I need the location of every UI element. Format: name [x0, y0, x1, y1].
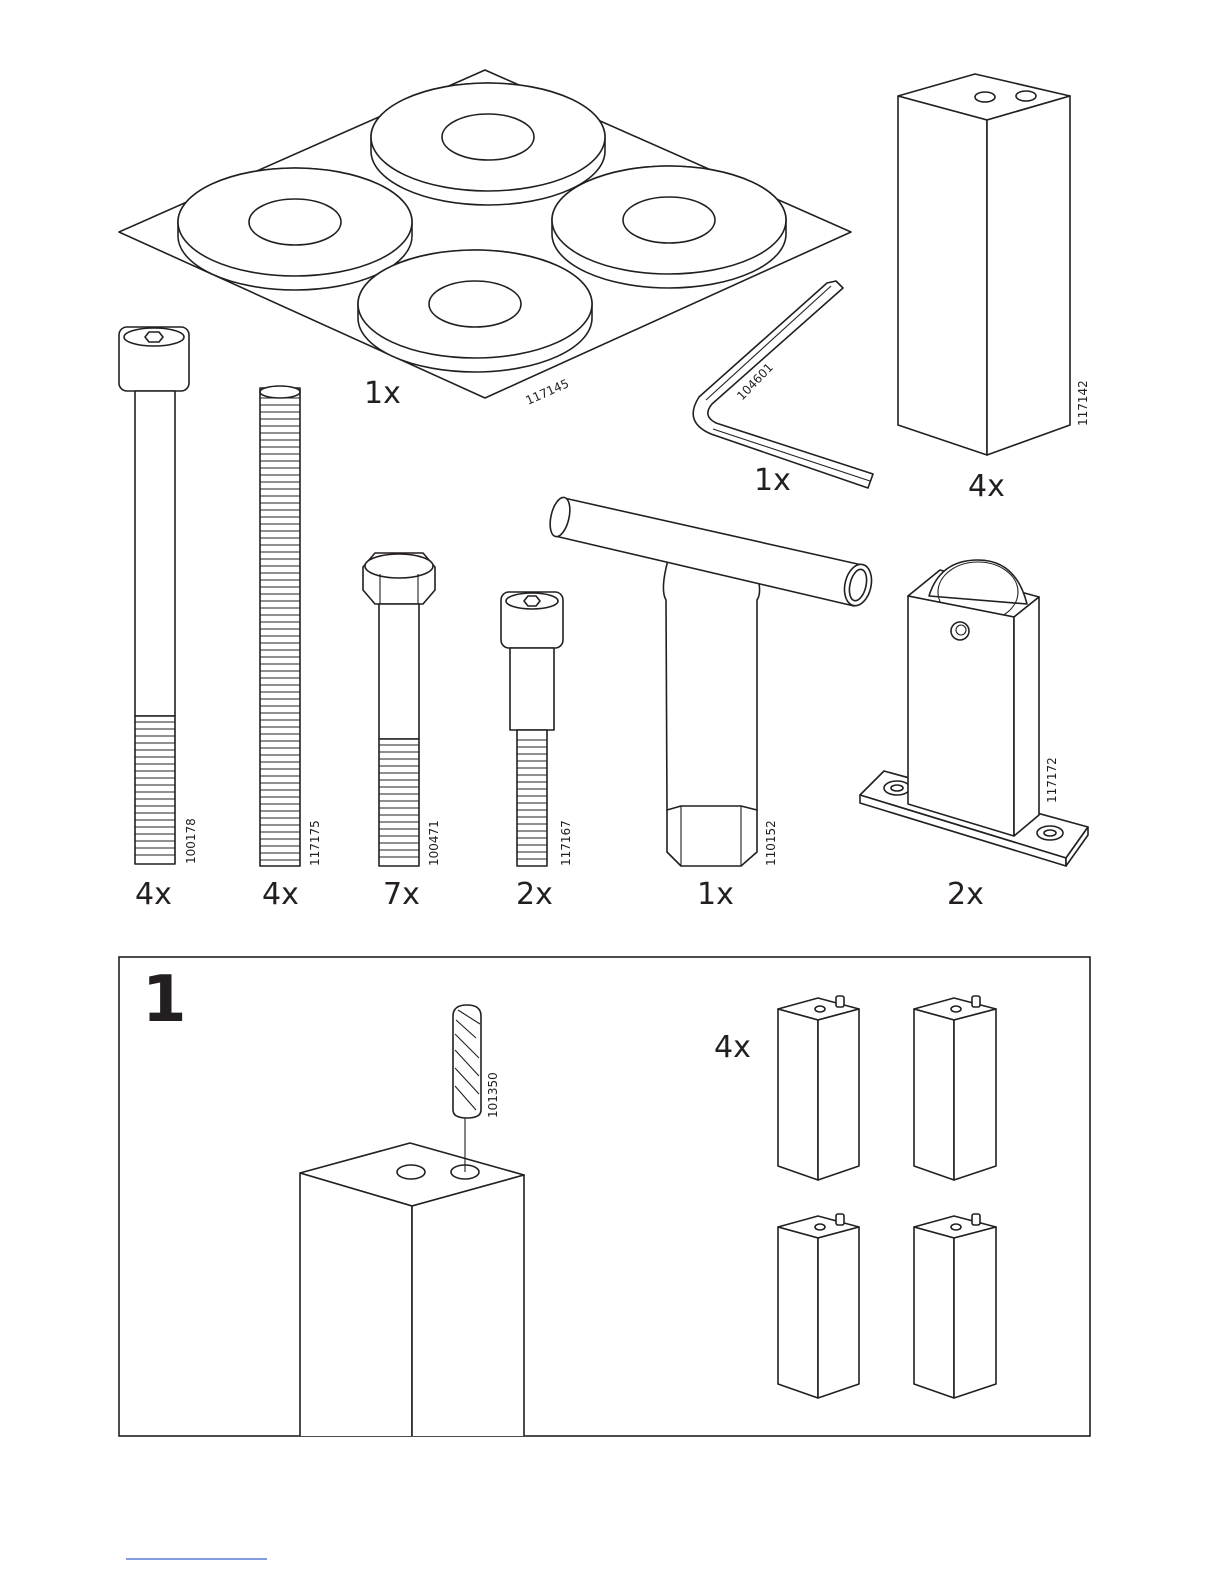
step-number: 1 — [142, 963, 187, 1037]
leg-with-dowel-icon — [778, 1214, 859, 1398]
leg-with-dowel-icon — [778, 996, 859, 1180]
long-socket-bolt-code: 100178 — [184, 818, 198, 864]
caster-bracket-quantity: 2x — [947, 877, 984, 912]
felt-pads-sheet-icon — [119, 70, 851, 398]
hex-bolt-icon — [363, 553, 435, 866]
short-socket-bolt-quantity: 2x — [516, 877, 553, 912]
threaded-rod-code: 117175 — [308, 820, 322, 866]
leg-with-dowel-icon — [914, 996, 996, 1180]
short-socket-bolt-icon — [501, 592, 563, 866]
hex-bolt-code: 100471 — [427, 820, 441, 866]
long-socket-bolt-quantity: 4x — [135, 877, 172, 912]
t-wrench-code: 110152 — [764, 820, 778, 866]
felt-pads-quantity: 1x — [364, 376, 401, 411]
dowel-code: 101350 — [486, 1072, 500, 1118]
threaded-rod-icon — [260, 386, 300, 866]
square-leg-icon — [898, 74, 1070, 455]
caster-bracket-icon — [860, 560, 1088, 866]
t-wrench-icon — [547, 495, 876, 866]
t-wrench-quantity: 1x — [697, 877, 734, 912]
short-socket-bolt-code: 117167 — [559, 820, 573, 866]
caster-bracket-code: 117172 — [1045, 757, 1059, 803]
hex-bolt-quantity: 7x — [383, 877, 420, 912]
square-leg-code: 117142 — [1076, 380, 1090, 426]
long-socket-bolt-icon — [119, 327, 189, 864]
dowel-icon — [453, 1005, 481, 1172]
leg-with-dowel-icon — [300, 1143, 524, 1450]
threaded-rod-quantity: 4x — [262, 877, 299, 912]
allen-key-icon — [693, 281, 873, 488]
square-leg-quantity: 4x — [968, 469, 1005, 504]
felt-pads-code: 117145 — [524, 376, 572, 407]
step-quantity: 4x — [714, 1030, 751, 1065]
allen-key-quantity: 1x — [754, 463, 791, 498]
leg-with-dowel-icon — [914, 1214, 996, 1398]
